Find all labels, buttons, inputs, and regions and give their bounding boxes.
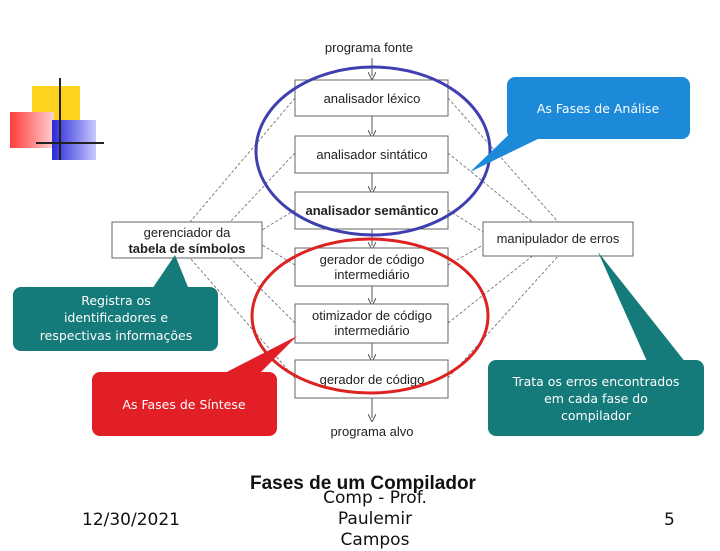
register-callout-text-1: Registra os <box>81 293 151 308</box>
syntactic-analyzer-label: analisador sintático <box>316 147 427 162</box>
box-lexical <box>294 79 449 117</box>
footer-date: 12/30/2021 <box>82 510 180 530</box>
error-handler-label: manipulador de erros <box>497 231 620 246</box>
errors-callout-text-2: em cada fase do <box>544 391 648 406</box>
synthesis-callout: As Fases de Síntese <box>92 336 297 436</box>
analysis-callout-text: As Fases de Análise <box>537 101 660 116</box>
synthesis-phases-ellipse <box>250 237 490 395</box>
intermediate-generator-label-1: gerador de código <box>320 252 425 267</box>
synthesis-callout-text: As Fases de Síntese <box>122 397 245 412</box>
box-intermediate-generator <box>294 247 449 287</box>
register-callout: Registra os identificadores e respectiva… <box>13 255 218 351</box>
footer-author-line-1: Comp - Prof. Paulemir <box>323 488 427 529</box>
target-program-label: programa alvo <box>330 424 413 439</box>
analysis-callout: As Fases de Análise <box>470 77 690 172</box>
footer-title: Fases de um Compilador <box>250 473 476 494</box>
optimizer-label-1: otimizador de código <box>312 308 432 323</box>
footer-page-number: 5 <box>664 510 675 530</box>
errors-callout-text-1: Trata os erros encontrados <box>512 374 680 389</box>
box-error-handler <box>482 221 634 257</box>
box-symbol-table <box>111 221 263 259</box>
analysis-phases-ellipse <box>254 65 492 237</box>
source-program-label: programa fonte <box>325 40 413 55</box>
box-semantic <box>294 191 449 230</box>
logo-blue-square <box>52 120 96 160</box>
symbol-table-label-2: tabela de símbolos <box>128 241 245 256</box>
connector-lines <box>189 97 561 379</box>
box-syntactic <box>294 135 449 174</box>
lexical-analyzer-label: analisador léxico <box>324 91 421 106</box>
semantic-analyzer-label: analisador semântico <box>306 203 439 218</box>
box-optimizer <box>294 303 449 344</box>
code-generator-label: gerador de código <box>320 372 425 387</box>
errors-callout-text-3: compilador <box>561 408 632 423</box>
footer-author: Comp - Prof. Paulemir Campos <box>285 488 465 551</box>
footer-author-line-2: Campos <box>340 530 410 550</box>
symbol-table-label-1: gerenciador da <box>144 225 231 240</box>
intermediate-generator-label-2: intermediário <box>334 267 409 282</box>
phase-boxes <box>111 79 634 399</box>
errors-callout: Trata os erros encontrados em cada fase … <box>488 252 704 436</box>
decorative-logo <box>10 78 104 160</box>
register-callout-text-3: respectivas informações <box>40 328 192 343</box>
register-callout-text-2: identificadores e <box>64 310 168 325</box>
optimizer-label-2: intermediário <box>334 323 409 338</box>
